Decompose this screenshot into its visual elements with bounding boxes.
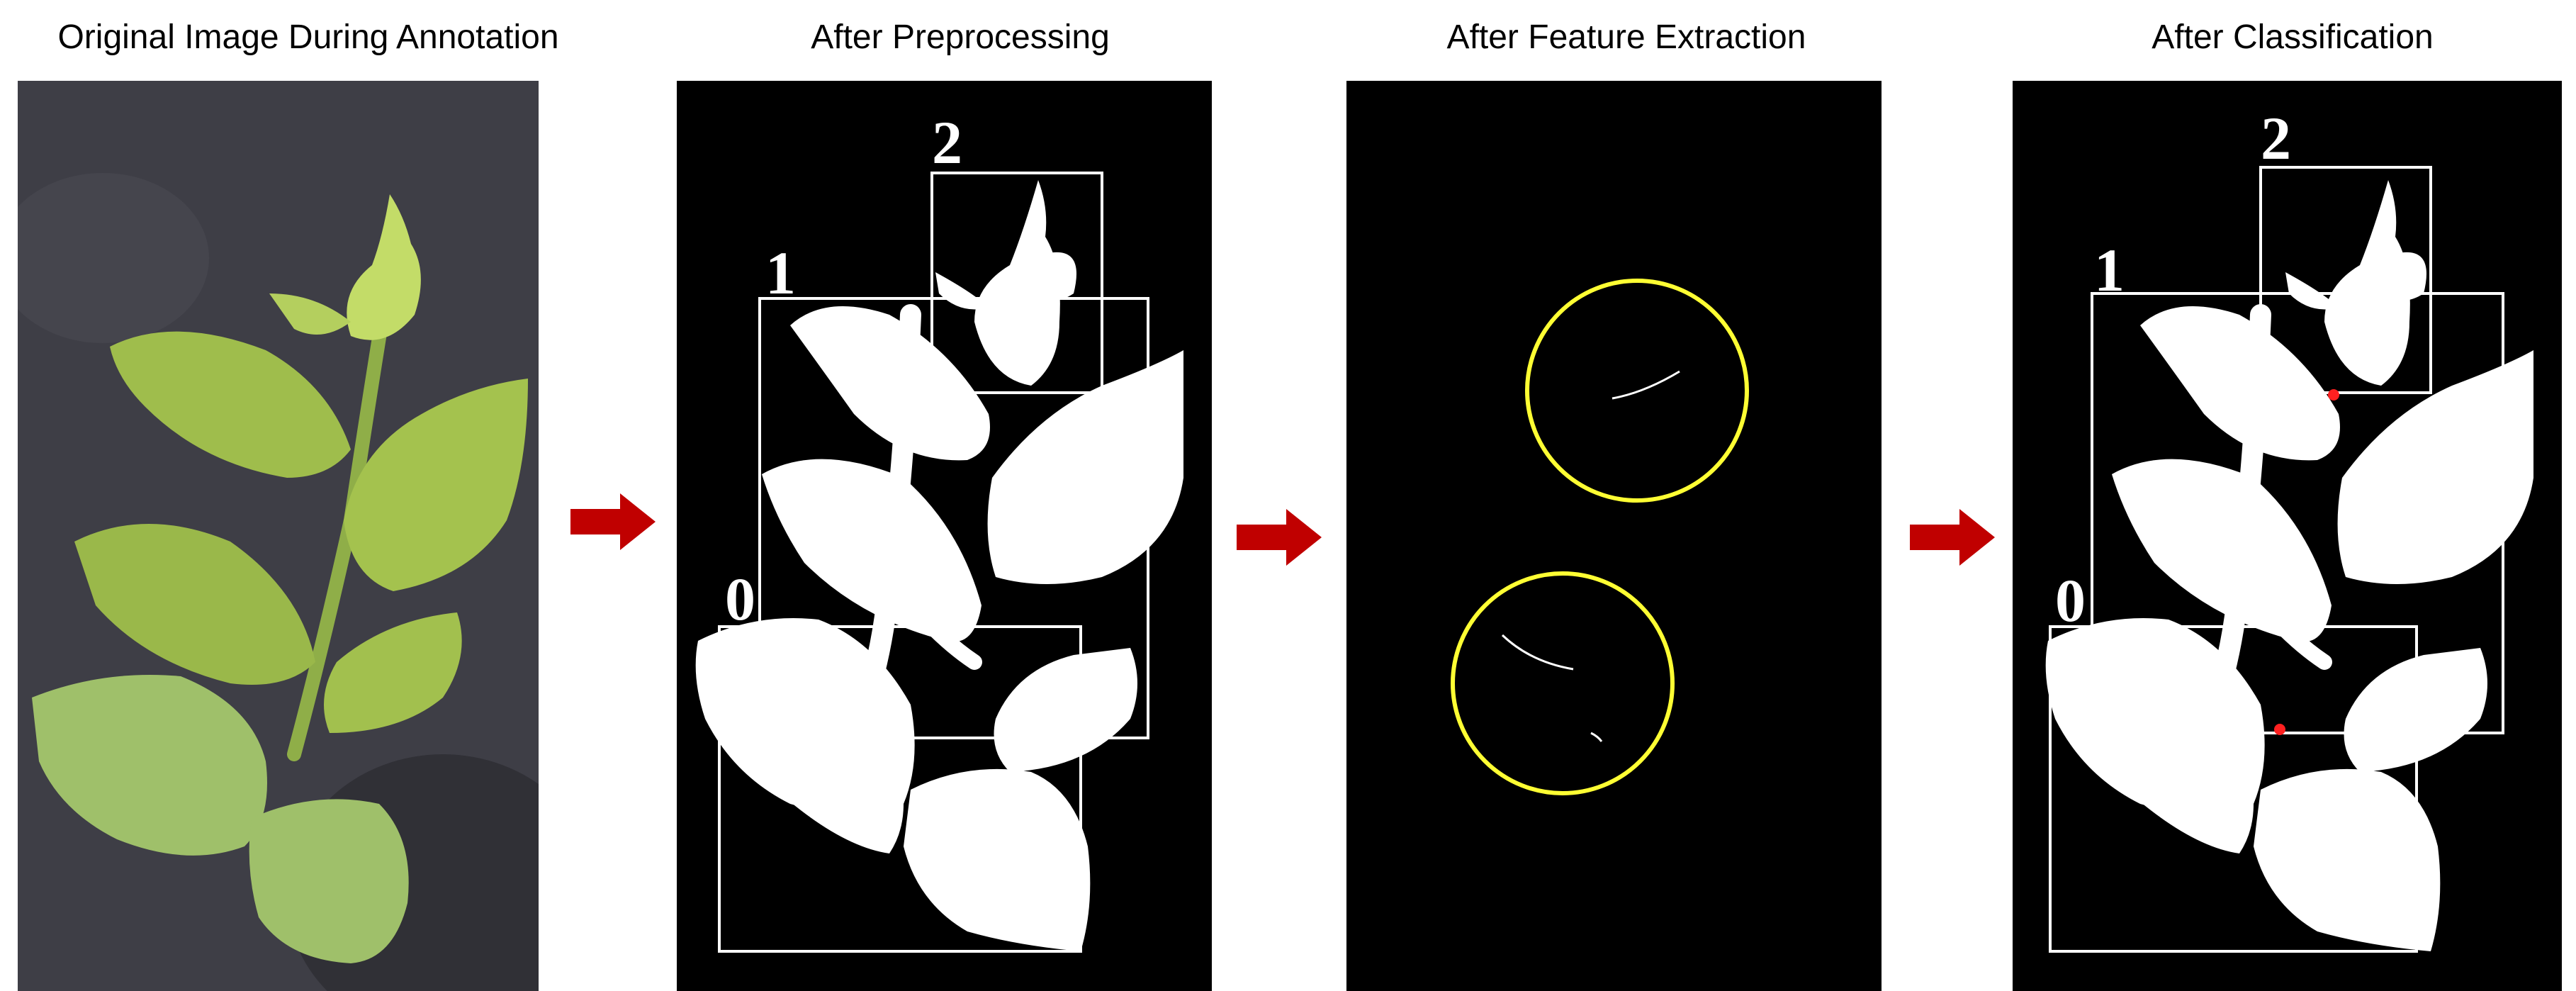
cut-point-lower xyxy=(2274,724,2285,735)
plant-photo xyxy=(18,81,539,991)
box-label-1: 1 xyxy=(2094,236,2125,304)
stage-title-feature-extraction: After Feature Extraction xyxy=(1446,18,1806,56)
feature-map xyxy=(1346,81,1882,991)
binary-mask: 2 1 0 xyxy=(677,81,1212,991)
highlight-circle-upper xyxy=(1525,279,1749,503)
extracted-edge xyxy=(1501,634,1574,671)
stage-title-original: Original Image During Annotation xyxy=(57,18,559,56)
highlight-circle-lower xyxy=(1451,571,1675,795)
box-label-2: 2 xyxy=(2261,104,2291,172)
bounding-box-2 xyxy=(930,172,1103,394)
arrow-right-icon xyxy=(1910,509,1995,566)
feature-extraction-panel xyxy=(1346,81,1882,991)
preprocessing-panel: 2 1 0 xyxy=(677,81,1212,991)
box-label-0: 0 xyxy=(725,565,755,633)
bounding-box-0 xyxy=(718,625,1082,953)
classified-mask: 2 1 0 xyxy=(2013,81,2562,991)
bounding-box-1 xyxy=(2091,292,2504,734)
original-image-panel xyxy=(18,81,539,991)
arrow-right-icon xyxy=(1237,509,1322,566)
box-label-2: 2 xyxy=(932,108,962,177)
arrow-right-icon xyxy=(570,493,656,550)
box-label-0: 0 xyxy=(2055,566,2086,634)
box-label-1: 1 xyxy=(765,239,796,307)
cut-point-upper xyxy=(2328,389,2339,401)
bounding-box-2 xyxy=(2259,166,2432,394)
stage-title-classification: After Classification xyxy=(2152,18,2434,56)
bounding-box-0 xyxy=(2049,625,2418,953)
classification-panel: 2 1 0 xyxy=(2013,81,2562,991)
bounding-box-1 xyxy=(758,297,1149,739)
extracted-edge xyxy=(1590,732,1603,742)
stage-title-preprocessing: After Preprocessing xyxy=(811,18,1110,56)
extracted-edge xyxy=(1612,370,1680,400)
